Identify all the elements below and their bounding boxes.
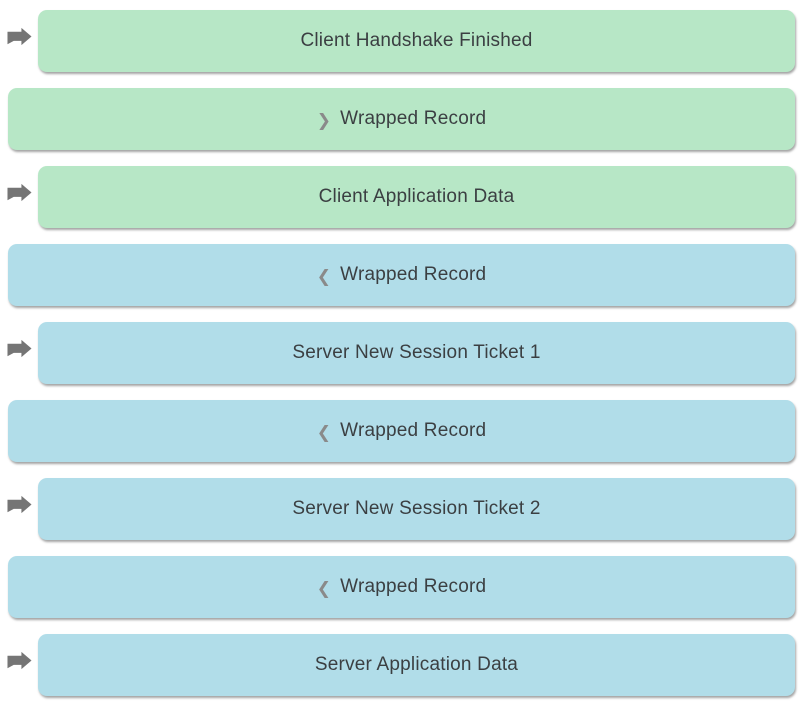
record-row-server-new-session-ticket-2-7: Server New Session Ticket 2 (7, 478, 795, 540)
record-label: Wrapped Record (340, 576, 487, 597)
record-label: Wrapped Record (340, 108, 487, 129)
record-row-wrapped-record-4: ❮ Wrapped Record (8, 244, 795, 306)
direction-arrow-icon (7, 651, 32, 670)
chevron-icon: ❮ (316, 422, 332, 442)
record-row-server-application-data-9: Server Application Data (7, 634, 795, 696)
direction-arrow-icon (7, 495, 32, 514)
record-row-client-handshake-finished-1: Client Handshake Finished (7, 10, 795, 72)
record-label: Wrapped Record (340, 420, 487, 441)
record-label: Wrapped Record (340, 264, 487, 285)
record-card-wrapped-record-8[interactable]: ❮ Wrapped Record (8, 556, 795, 618)
record-card-server-new-session-ticket-1-5[interactable]: Server New Session Ticket 1 (38, 322, 795, 384)
chevron-icon: ❮ (316, 578, 332, 598)
record-label: Server New Session Ticket 1 (292, 342, 541, 363)
record-label: Client Application Data (318, 186, 515, 207)
record-card-client-application-data-3[interactable]: Client Application Data (38, 166, 795, 228)
record-row-server-new-session-ticket-1-5: Server New Session Ticket 1 (7, 322, 795, 384)
record-card-wrapped-record-2[interactable]: ❯ Wrapped Record (8, 88, 795, 150)
record-card-wrapped-record-4[interactable]: ❮ Wrapped Record (8, 244, 795, 306)
record-label: Client Handshake Finished (300, 30, 533, 51)
record-card-server-application-data-9[interactable]: Server Application Data (38, 634, 795, 696)
chevron-icon: ❮ (316, 266, 332, 286)
chevron-icon: ❯ (316, 110, 332, 130)
record-label: Server New Session Ticket 2 (292, 498, 541, 519)
record-row-client-application-data-3: Client Application Data (7, 166, 795, 228)
record-card-server-new-session-ticket-2-7[interactable]: Server New Session Ticket 2 (38, 478, 795, 540)
direction-arrow-icon (7, 183, 32, 202)
record-card-wrapped-record-6[interactable]: ❮ Wrapped Record (8, 400, 795, 462)
direction-arrow-icon (7, 339, 32, 358)
direction-arrow-icon (7, 27, 32, 46)
record-row-wrapped-record-2: ❯ Wrapped Record (8, 88, 795, 150)
record-row-wrapped-record-8: ❮ Wrapped Record (8, 556, 795, 618)
record-label: Server Application Data (314, 654, 519, 675)
record-card-client-handshake-finished-1[interactable]: Client Handshake Finished (38, 10, 795, 72)
record-row-wrapped-record-6: ❮ Wrapped Record (8, 400, 795, 462)
